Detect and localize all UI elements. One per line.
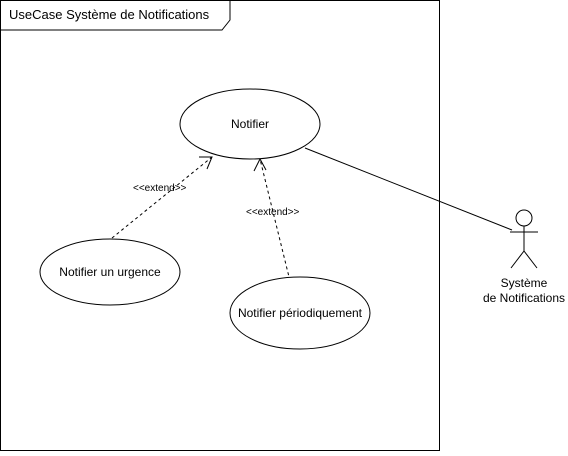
association-line — [304, 147, 513, 231]
extend-label-periodique: <<extend>> — [246, 207, 300, 218]
use-case-periodique-shape — [229, 276, 371, 350]
extend-arrowhead-urgence — [199, 156, 213, 170]
use-case-notifier[interactable]: Notifier — [179, 88, 321, 160]
frame-title-tab — [0, 0, 231, 31]
use-case-notifier-shape — [179, 88, 321, 160]
use-case-urgence-shape — [39, 238, 181, 306]
actor-label-line2: de Notifications — [483, 291, 565, 305]
actor-stick-figure-icon — [510, 209, 538, 269]
actor-label-line1: Système — [501, 276, 548, 290]
use-case-urgence[interactable]: Notifier un urgence — [39, 238, 181, 306]
actor-systeme-notifications[interactable]: Système de Notifications — [483, 209, 565, 305]
extend-line-periodique — [259, 158, 291, 282]
extend-label-urgence: <<extend>> — [133, 183, 187, 194]
use-case-periodique-label: Notifier périodiquement — [238, 306, 363, 320]
use-case-urgence-label: Notifier un urgence — [59, 265, 161, 279]
system-boundary — [0, 0, 440, 451]
extend-relation-urgence: <<extend>> — [111, 156, 213, 239]
use-case-notifier-label: Notifier — [231, 117, 269, 131]
frame-title: UseCase Système de Notifications — [9, 7, 210, 22]
use-case-periodique[interactable]: Notifier périodiquement — [229, 276, 371, 350]
